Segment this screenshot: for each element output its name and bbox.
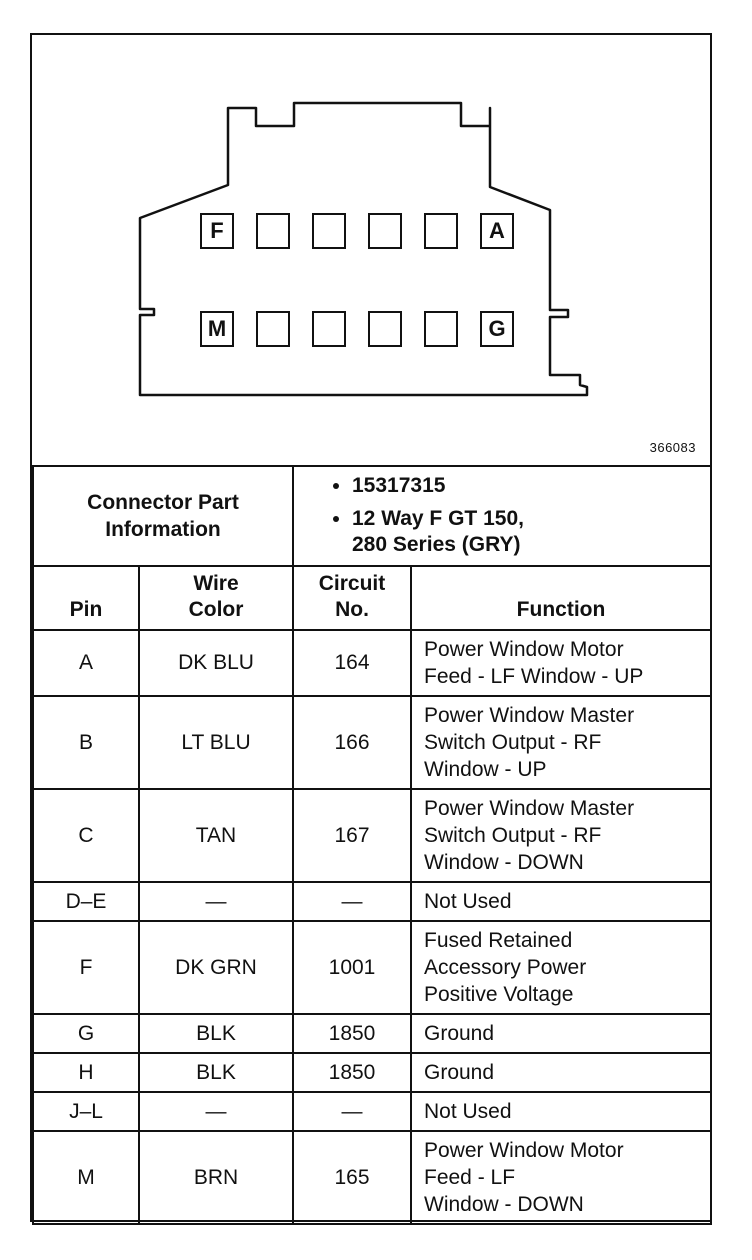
wire-color-cell: TAN: [138, 788, 294, 883]
pin-cavity-a: A: [480, 213, 514, 249]
function-line: Power Window Motor: [424, 1139, 624, 1162]
connector-part-information: Connector Part Information 15317315 12 W…: [32, 465, 712, 567]
function-line: Power Window Master: [424, 704, 635, 727]
function-line: Switch Output - RF: [424, 731, 602, 754]
circuit-cell: —: [292, 881, 412, 922]
pin-cavity-g: G: [480, 311, 514, 347]
pin-cavity: [368, 311, 402, 347]
function-line: Positive Voltage: [424, 983, 574, 1006]
pin-cell: J–L: [32, 1091, 140, 1132]
function-line: Not Used: [424, 890, 512, 913]
function-cell: Not Used: [410, 1091, 712, 1132]
function-cell: Ground: [410, 1013, 712, 1054]
function-cell: Ground: [410, 1052, 712, 1093]
wire-color-cell: BLK: [138, 1052, 294, 1093]
pin-cell: B: [32, 695, 140, 790]
circuit-cell: 166: [292, 695, 412, 790]
connector-sheet: F A M G 366083 Connector Part Information …: [30, 33, 712, 1225]
pin-cell: C: [32, 788, 140, 883]
circuit-cell: 1850: [292, 1052, 412, 1093]
circuit-cell: 167: [292, 788, 412, 883]
wire-color-cell: BLK: [138, 1013, 294, 1054]
function-line: Power Window Motor: [424, 638, 624, 661]
table-row: J–L——Not Used: [32, 1091, 712, 1132]
pin-cell: A: [32, 629, 140, 697]
pin-cavity: [256, 213, 290, 249]
function-line: Window - UP: [424, 758, 547, 781]
wire-color-cell: LT BLU: [138, 695, 294, 790]
function-line: Switch Output - RF: [424, 824, 602, 847]
wire-color-cell: BRN: [138, 1130, 294, 1225]
pin-cavity: [256, 311, 290, 347]
wire-color-cell: —: [138, 1091, 294, 1132]
connector-outline: [138, 101, 589, 397]
circuit-cell: 165: [292, 1130, 412, 1225]
pin-cavity: [368, 213, 402, 249]
circuit-cell: 164: [292, 629, 412, 697]
wire-color-cell: —: [138, 881, 294, 922]
function-line: Ground: [424, 1061, 495, 1084]
cpi-label-line2: Information: [105, 518, 221, 541]
connector-part-info-label: Connector Part Information: [32, 465, 294, 567]
pin-cell: F: [32, 920, 140, 1015]
function-line: Ground: [424, 1022, 495, 1045]
pin-cavity: [424, 311, 458, 347]
pin-cell: H: [32, 1052, 140, 1093]
function-line: Not Used: [424, 1100, 512, 1123]
function-cell: Not Used: [410, 881, 712, 922]
function-line: Power Window Master: [424, 797, 635, 820]
part-description: 12 Way F GT 150, 280 Series (GRY): [352, 506, 710, 558]
circuit-cell: 1001: [292, 920, 412, 1015]
pin-cavity: [424, 213, 458, 249]
pin-cavity: [312, 213, 346, 249]
function-line: Window - DOWN: [424, 851, 584, 874]
header-function: Function: [410, 565, 712, 631]
header-pin: Pin: [32, 565, 140, 631]
table-row: D–E——Not Used: [32, 881, 712, 922]
circuit-cell: 1850: [292, 1013, 412, 1054]
function-line: Fused Retained: [424, 929, 573, 952]
wire-color-cell: DK GRN: [138, 920, 294, 1015]
cpi-label-line1: Connector Part: [87, 491, 239, 514]
pin-cell: G: [32, 1013, 140, 1054]
wire-color-cell: DK BLU: [138, 629, 294, 697]
pin-cell: M: [32, 1130, 140, 1225]
pin-cavity-m: M: [200, 311, 234, 347]
function-line: Feed - LF: [424, 1166, 516, 1189]
figure-id: 366083: [649, 440, 696, 455]
function-line: Accessory Power: [424, 956, 587, 979]
connector-diagram: F A M G 366083: [32, 35, 710, 465]
header-wire-color: Wire Color: [138, 565, 294, 631]
function-line: Window - DOWN: [424, 1193, 584, 1216]
connector-part-info-values: 15317315 12 Way F GT 150, 280 Series (GR…: [292, 465, 712, 567]
header-circuit-no: Circuit No.: [292, 565, 412, 631]
pin-cavity: [312, 311, 346, 347]
function-line: Feed - LF Window - UP: [424, 665, 644, 688]
part-number: 15317315: [352, 473, 710, 499]
pin-cavity-f: F: [200, 213, 234, 249]
circuit-cell: —: [292, 1091, 412, 1132]
pin-cell: D–E: [32, 881, 140, 922]
